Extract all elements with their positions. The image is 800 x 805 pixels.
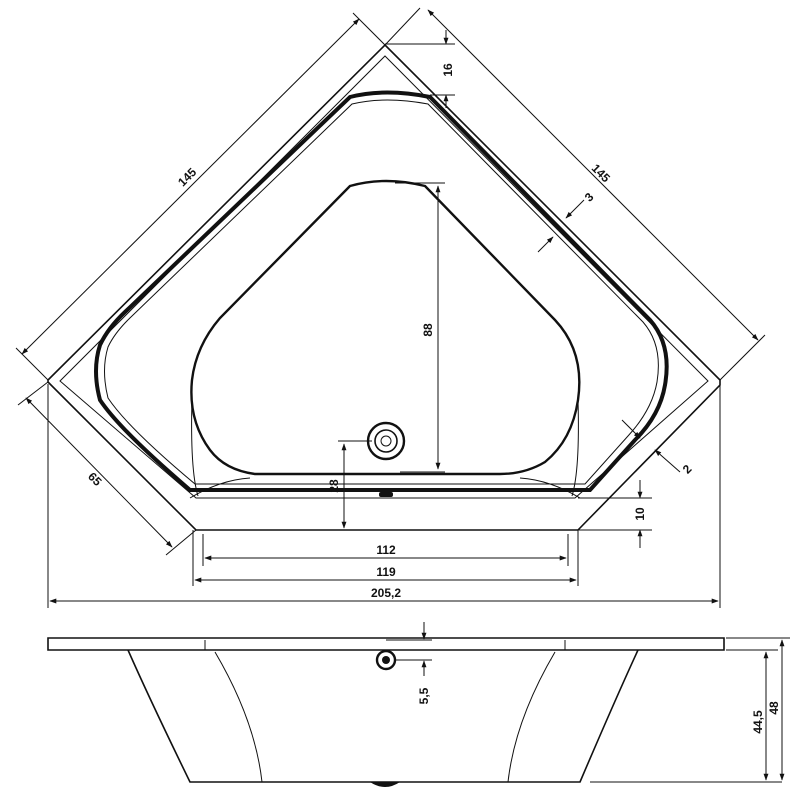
- dim-right-side-label: 145: [589, 161, 613, 185]
- dim-base-width-label: 119: [376, 565, 396, 579]
- side-drain-outlet: [370, 782, 400, 787]
- dim-base-width: [192, 530, 579, 586]
- dim-rim-width: [537, 199, 585, 253]
- dim-short-side: [17, 381, 197, 556]
- side-overflow-icon: [375, 649, 397, 671]
- dim-height-inner: [590, 649, 782, 783]
- dim-height-inner-label: 44,5: [751, 710, 765, 734]
- side-tub-body: [127, 649, 639, 783]
- dim-overall-width-label: 205,2: [371, 586, 401, 600]
- dim-height-total: [726, 637, 790, 781]
- dim-drain-offset: [338, 440, 372, 529]
- dim-bottom-gap: [621, 419, 681, 473]
- tub-front-contour-right: [519, 477, 581, 499]
- tub-outer-outline: [47, 43, 721, 531]
- top-view: 145 145 16 3 88: [15, 7, 766, 608]
- dim-drain-height-label: 5,5: [417, 687, 431, 704]
- drain-icon: [366, 421, 406, 461]
- dim-inner-width-label: 112: [376, 543, 396, 557]
- tub-side-contour-left: [191, 397, 199, 497]
- dim-left-side: [15, 12, 386, 381]
- side-rim: [47, 637, 725, 651]
- dim-inner-width: [202, 534, 569, 566]
- tub-rim-line: [59, 55, 709, 499]
- dim-drain-height: [386, 622, 432, 676]
- tub-side-contour-right: [571, 399, 579, 497]
- dim-corner-offset-label: 16: [441, 63, 455, 77]
- dim-front-step: [578, 480, 652, 548]
- dim-drain-offset-label: 28: [327, 479, 341, 493]
- side-view: 5,5 44,5 48: [47, 622, 790, 787]
- overflow-icon: [379, 492, 393, 497]
- dim-inner-depth-label: 88: [421, 323, 435, 337]
- dim-rim-width-label: 3: [582, 190, 597, 205]
- dim-inner-depth: [395, 182, 445, 473]
- dim-right-side: [384, 7, 766, 381]
- dim-short-side-label: 65: [85, 469, 105, 489]
- dim-height-total-label: 48: [767, 701, 781, 715]
- dim-left-side-label: 145: [175, 165, 199, 189]
- tub-front-contour-left: [189, 477, 251, 499]
- side-panel-line-right: [507, 651, 556, 783]
- side-panel-line-left: [214, 651, 263, 783]
- dim-corner-offset: [385, 30, 455, 108]
- dim-bottom-gap-label: 2: [680, 462, 695, 477]
- dim-front-step-label: 10: [633, 507, 647, 521]
- dim-overall-width: [47, 384, 721, 608]
